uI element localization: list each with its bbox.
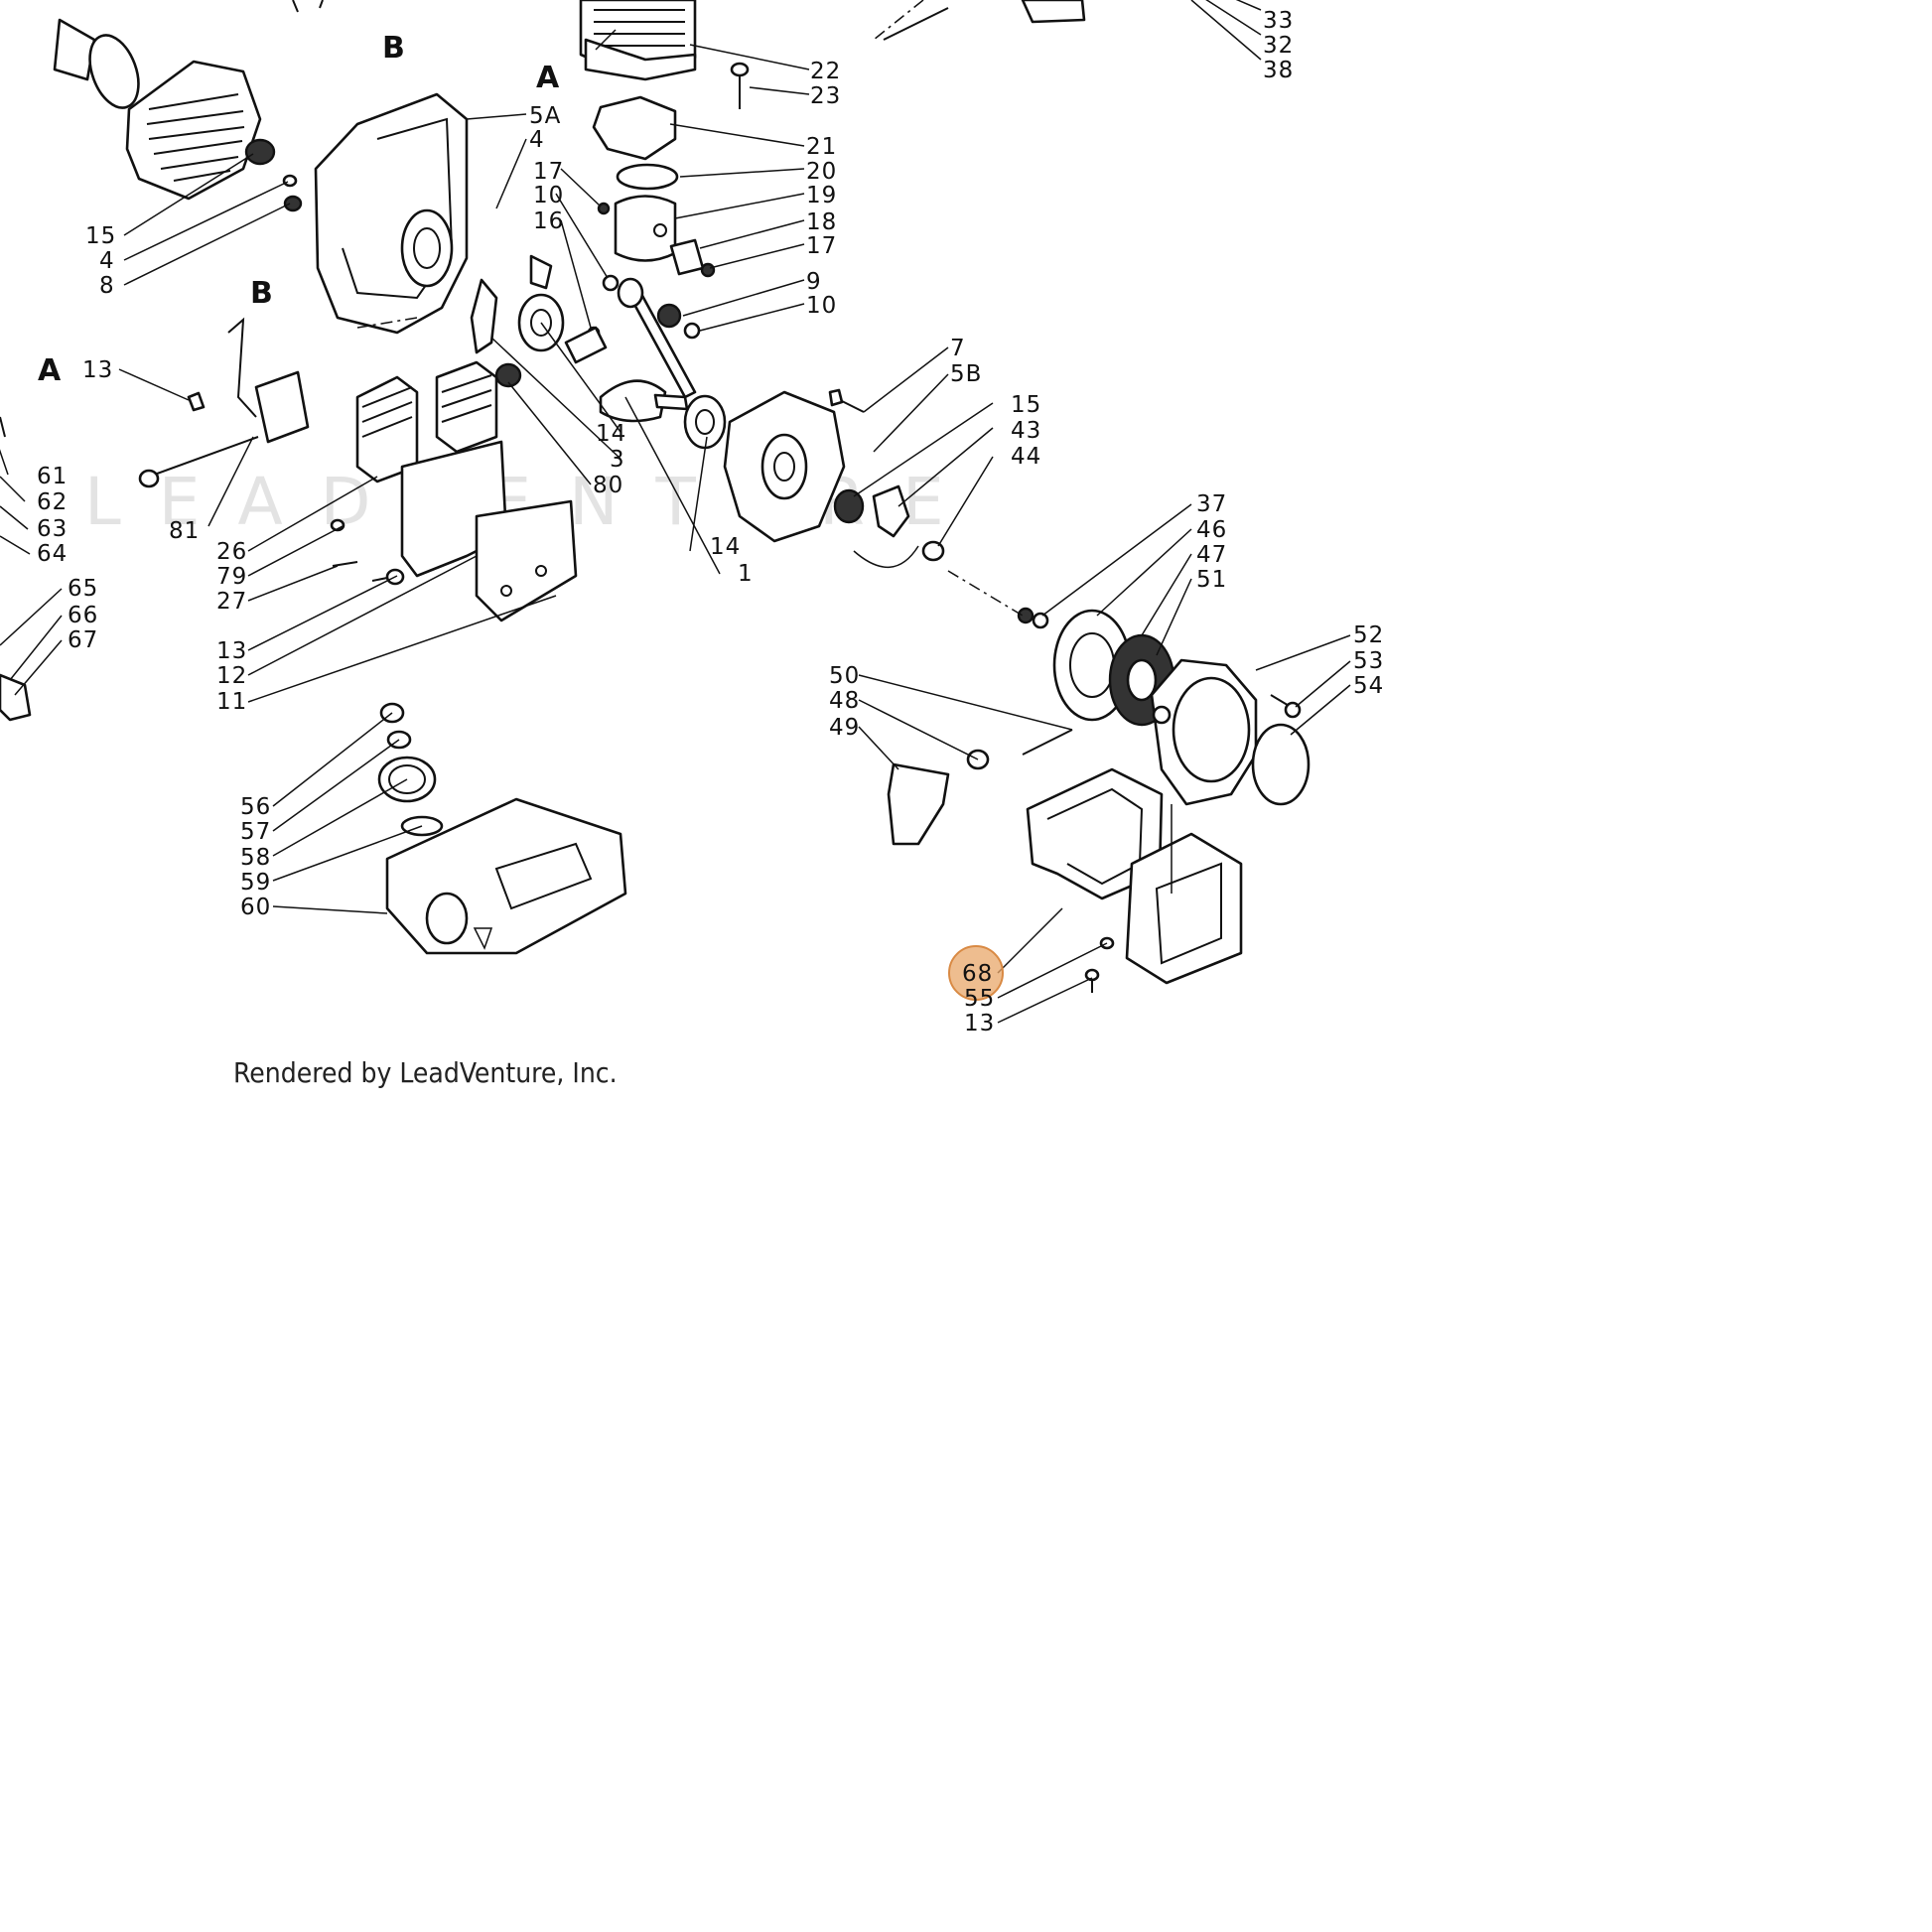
callout-79[interactable]: 79 xyxy=(216,564,247,590)
callout-56[interactable]: 56 xyxy=(240,794,271,820)
callout-19[interactable]: 19 xyxy=(806,183,837,208)
callout-5a[interactable]: 5A xyxy=(529,103,561,129)
callout-46[interactable]: 46 xyxy=(1196,517,1227,543)
callout-3[interactable]: 3 xyxy=(610,447,625,473)
section-letter-b-mid: B xyxy=(250,276,273,311)
callout-66[interactable]: 66 xyxy=(68,603,98,628)
callout-15-right[interactable]: 15 xyxy=(1011,392,1041,418)
callout-12[interactable]: 12 xyxy=(216,663,247,689)
callout-17-upper[interactable]: 17 xyxy=(533,159,564,185)
callout-64[interactable]: 64 xyxy=(37,541,68,567)
callout-13-bottom[interactable]: 13 xyxy=(964,1011,995,1036)
callout-51[interactable]: 51 xyxy=(1196,567,1227,593)
callout-22[interactable]: 22 xyxy=(810,59,841,84)
section-letter-a-left: A xyxy=(38,353,62,388)
callout-16[interactable]: 16 xyxy=(533,208,564,234)
callout-7[interactable]: 7 xyxy=(950,336,966,361)
section-letter-a-top: A xyxy=(536,61,560,95)
callout-47[interactable]: 47 xyxy=(1196,542,1227,568)
callout-13-bracket[interactable]: 13 xyxy=(216,638,247,664)
callout-14-lower[interactable]: 14 xyxy=(710,534,741,560)
assembly-axis-lines xyxy=(356,0,1024,617)
callout-49[interactable]: 49 xyxy=(829,715,860,741)
callout-62[interactable]: 62 xyxy=(37,489,68,515)
callout-33[interactable]: 33 xyxy=(1263,8,1294,34)
callout-68[interactable]: 68 xyxy=(962,961,993,987)
callout-53[interactable]: 53 xyxy=(1353,648,1384,674)
callout-50[interactable]: 50 xyxy=(829,663,860,689)
callout-13-coil[interactable]: 13 xyxy=(82,357,113,383)
callout-15-left[interactable]: 15 xyxy=(85,223,116,249)
callout-54[interactable]: 54 xyxy=(1353,673,1384,699)
callout-labels: 33 32 38 22 23 5A 4 21 20 17 19 10 18 16… xyxy=(37,8,1384,1036)
callout-32[interactable]: 32 xyxy=(1263,33,1294,59)
callout-5b[interactable]: 5B xyxy=(950,361,982,387)
callout-65[interactable]: 65 xyxy=(68,576,98,602)
leader-lines xyxy=(0,0,1351,1024)
callout-59[interactable]: 59 xyxy=(240,870,271,896)
callout-4-upper[interactable]: 4 xyxy=(529,127,545,153)
callout-67[interactable]: 67 xyxy=(68,627,98,653)
callout-11[interactable]: 11 xyxy=(216,689,247,715)
callout-18[interactable]: 18 xyxy=(806,209,837,235)
highlight-marker xyxy=(948,945,1004,1001)
callout-21[interactable]: 21 xyxy=(806,134,837,160)
callout-48[interactable]: 48 xyxy=(829,688,860,714)
callout-38[interactable]: 38 xyxy=(1263,58,1294,83)
callout-55[interactable]: 55 xyxy=(964,986,995,1012)
callout-81[interactable]: 81 xyxy=(169,518,200,544)
callout-17-lower[interactable]: 17 xyxy=(806,233,837,259)
callout-9[interactable]: 9 xyxy=(806,269,822,295)
callout-37[interactable]: 37 xyxy=(1196,491,1227,517)
footer-credit: Rendered by LeadVenture, Inc. xyxy=(233,1056,618,1089)
callout-80[interactable]: 80 xyxy=(593,473,623,498)
callout-63[interactable]: 63 xyxy=(37,516,68,542)
callout-20[interactable]: 20 xyxy=(806,159,837,185)
callout-57[interactable]: 57 xyxy=(240,819,271,845)
callout-4-left[interactable]: 4 xyxy=(99,248,115,274)
callout-52[interactable]: 52 xyxy=(1353,622,1384,648)
section-letter-b-top: B xyxy=(382,31,405,66)
callout-1[interactable]: 1 xyxy=(738,561,754,587)
callout-61[interactable]: 61 xyxy=(37,464,68,489)
callout-10-lower[interactable]: 10 xyxy=(806,293,837,319)
callout-23[interactable]: 23 xyxy=(810,83,841,109)
callout-44[interactable]: 44 xyxy=(1011,444,1041,470)
callout-43[interactable]: 43 xyxy=(1011,418,1041,444)
callout-14-upper[interactable]: 14 xyxy=(596,421,626,447)
callout-60[interactable]: 60 xyxy=(240,895,271,920)
callout-27[interactable]: 27 xyxy=(216,589,247,615)
callout-10-upper[interactable]: 10 xyxy=(533,183,564,208)
callout-58[interactable]: 58 xyxy=(240,845,271,871)
callout-8[interactable]: 8 xyxy=(99,273,115,299)
callout-26[interactable]: 26 xyxy=(216,539,247,565)
parts-artwork xyxy=(0,0,1311,993)
